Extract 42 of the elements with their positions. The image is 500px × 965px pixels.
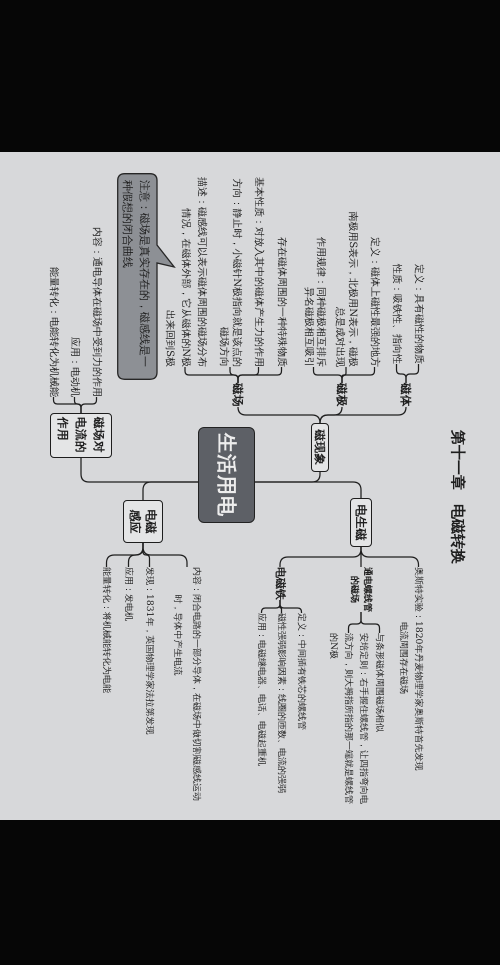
note-text: 应用：电动机	[68, 337, 82, 397]
connector-line	[319, 406, 343, 424]
note-text: 奥斯特实验：1820年丹麦物理学家奥斯特首先发现电流周围存在磁场	[396, 567, 426, 770]
subtopic-label: 磁场	[232, 383, 246, 407]
bracket-line	[348, 612, 362, 633]
note-text: 定义：中间插有铁芯的螺线管	[295, 613, 308, 730]
topic-box: 电磁感应	[123, 500, 163, 543]
topic-box: 磁现象	[311, 423, 329, 472]
note-text: 方向：静止时，小磁针N极指向就是该点的磁场方向	[217, 178, 243, 367]
note-text: 与条形磁体周围磁场相似	[374, 633, 386, 732]
note-text: 发现：1831年，英国物理学家法拉第发现	[144, 567, 156, 734]
bracket-line	[260, 600, 281, 613]
bracket-line	[396, 364, 407, 383]
subtopic-label: 通电螺线管的磁场	[348, 567, 374, 612]
note-text: 安培定则：右手握住螺线管，让四指弯向电流方向，则大拇指所指的那一端就是螺线管的N极	[326, 633, 371, 804]
note-text: 作用规律：同种磁极相互排斥异名磁极相互吸引	[301, 237, 326, 367]
central-topic-box: 生活用电	[198, 427, 255, 523]
subtopic-label: 磁极	[335, 383, 349, 407]
note-text: 内容：通电导体在磁场中受到力的作用	[90, 227, 103, 397]
note-text: 能量转化：将机械能转化为电能	[100, 567, 113, 693]
note-text: 存在磁体周围的一种特殊物质	[275, 237, 288, 367]
note-text: 磁性强弱影响因素：线圈的匝数、电流的强弱	[275, 613, 288, 793]
note-text: 定义：具有磁性的物质	[412, 264, 425, 364]
note-text: 能量转化：电能转化为机械能	[47, 267, 60, 397]
note-text: 性质：吸铁性、指向性	[390, 264, 403, 364]
title: 第十一章 电磁转换	[449, 430, 467, 564]
note-text: 基本性质：对放入其中的磁体产生力的作用	[252, 177, 265, 367]
connector-line	[106, 543, 144, 567]
note-text: 描述：磁感线可以表示磁体周围的磁场分布情况，在磁体外部，它从磁体的N极出来回到S极	[162, 177, 210, 367]
note-text: 应用：发电机	[122, 567, 135, 621]
topic-box: 磁场对电流的作用	[50, 413, 112, 458]
subtopic-label: 磁体	[399, 383, 413, 407]
connector-line	[237, 406, 321, 424]
connector-line	[142, 481, 198, 500]
note-text: 南极用S表示，北极用N表示，磁极总是成对出现	[333, 211, 359, 367]
note-text: 内容：闭合电路的一部分导体，在磁场中做切割磁感线运动时，导体中产生电流	[168, 567, 206, 801]
bracket-line	[52, 397, 82, 413]
note-text: 定义：磁体上磁性最强的地方	[368, 237, 382, 367]
topic-box: 电生磁	[350, 498, 372, 547]
subtopic-label: 电磁铁	[273, 567, 287, 600]
connector-line	[255, 481, 362, 498]
note-text: 应用：电磁继电器、电话、电磁起重机	[255, 613, 268, 766]
